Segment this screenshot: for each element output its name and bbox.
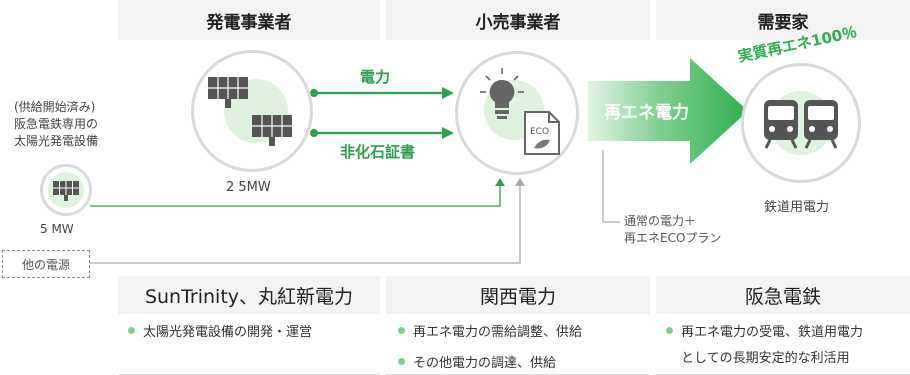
existing-plant-note-2: 阪急電鉄専用の: [14, 117, 99, 131]
bullet-generator-1: 太陽光発電設備の開発・運営: [128, 321, 312, 340]
power-arrow-start: [310, 89, 318, 97]
existing-plant-note-3: 太陽光発電設備: [14, 134, 99, 148]
existing-plant-line: [90, 182, 501, 207]
generator-capacity: 2 5MW: [226, 180, 271, 195]
bullet-retailer-1: 再エネ電力の需給調整、供給: [398, 321, 582, 340]
bullet-dot: [398, 327, 405, 334]
certificate-label: 非化石証書: [340, 143, 416, 161]
train-icon: [764, 91, 838, 155]
other-source-box: 他の電源: [2, 250, 90, 278]
renewable-arrow-label: 再エネ電力: [604, 103, 689, 123]
certificate-arrow-start: [310, 129, 318, 137]
solar-panels-icon: [208, 77, 292, 146]
certificate-arrowhead: [442, 127, 454, 139]
bullet-retailer-2: その他電力の調達、供給: [398, 352, 556, 371]
bullet-dot: [666, 327, 673, 334]
existing-plant-note-1: (供給開始済み): [14, 100, 96, 114]
header-generator: 発電事業者: [118, 0, 380, 40]
header-retailer: 小売事業者: [386, 0, 650, 40]
header-consumer: 需要家: [656, 0, 910, 40]
column-title-consumer: 阪急電鉄: [656, 276, 910, 314]
column-body-retailer: 再エネ電力の需給調整、供給 その他電力の調達、供給: [386, 314, 650, 375]
eco-document-icon: ECO: [524, 111, 560, 155]
bullet-text: その他電力の調達、供給: [413, 356, 557, 371]
power-arrowhead: [442, 87, 454, 99]
column-body-consumer: 再エネ電力の受電、鉄道用電力 としての長期安定的な利活用: [656, 314, 910, 375]
existing-plant-capacity: 5 MW: [40, 222, 74, 236]
consumer-label: 鉄道用電力: [764, 200, 830, 215]
bullet-text: 再エネ電力の受電、鉄道用電力: [681, 325, 864, 340]
column-title-retailer: 関西電力: [386, 276, 650, 314]
bullet-consumer-1-cont: としての長期安定的な利活用: [681, 351, 850, 366]
retailer-circle: ECO: [455, 51, 579, 175]
column-body-generator: 太陽光発電設備の開発・運営: [118, 314, 380, 375]
bullet-text: 太陽光発電設備の開発・運営: [143, 325, 313, 340]
solar-panel-icon: [48, 172, 84, 208]
consumer-circle: [741, 63, 861, 183]
bullet-dot: [398, 358, 405, 365]
existing-plant-circle: [40, 164, 92, 216]
note-bracket: [602, 150, 620, 223]
existing-plant-arrowhead: [495, 178, 505, 186]
renewable-big-arrow: [588, 58, 748, 164]
other-source-arrowhead: [515, 178, 525, 186]
bullet-consumer-1: 再エネ電力の受電、鉄道用電力: [666, 321, 863, 340]
bullet-text: 再エネ電力の需給調整、供給: [413, 325, 583, 340]
power-label: 電力: [360, 68, 391, 86]
bullet-dot: [128, 327, 135, 334]
note-line-2: 再エネECOプラン: [624, 231, 722, 245]
svg-text:ECO: ECO: [530, 127, 549, 137]
generator-circle: [191, 50, 313, 172]
other-source-line: [90, 182, 521, 264]
column-title-generator: SunTrinity、丸紅新電力: [118, 276, 380, 314]
note-line-1: 通常の電力＋: [624, 214, 697, 228]
